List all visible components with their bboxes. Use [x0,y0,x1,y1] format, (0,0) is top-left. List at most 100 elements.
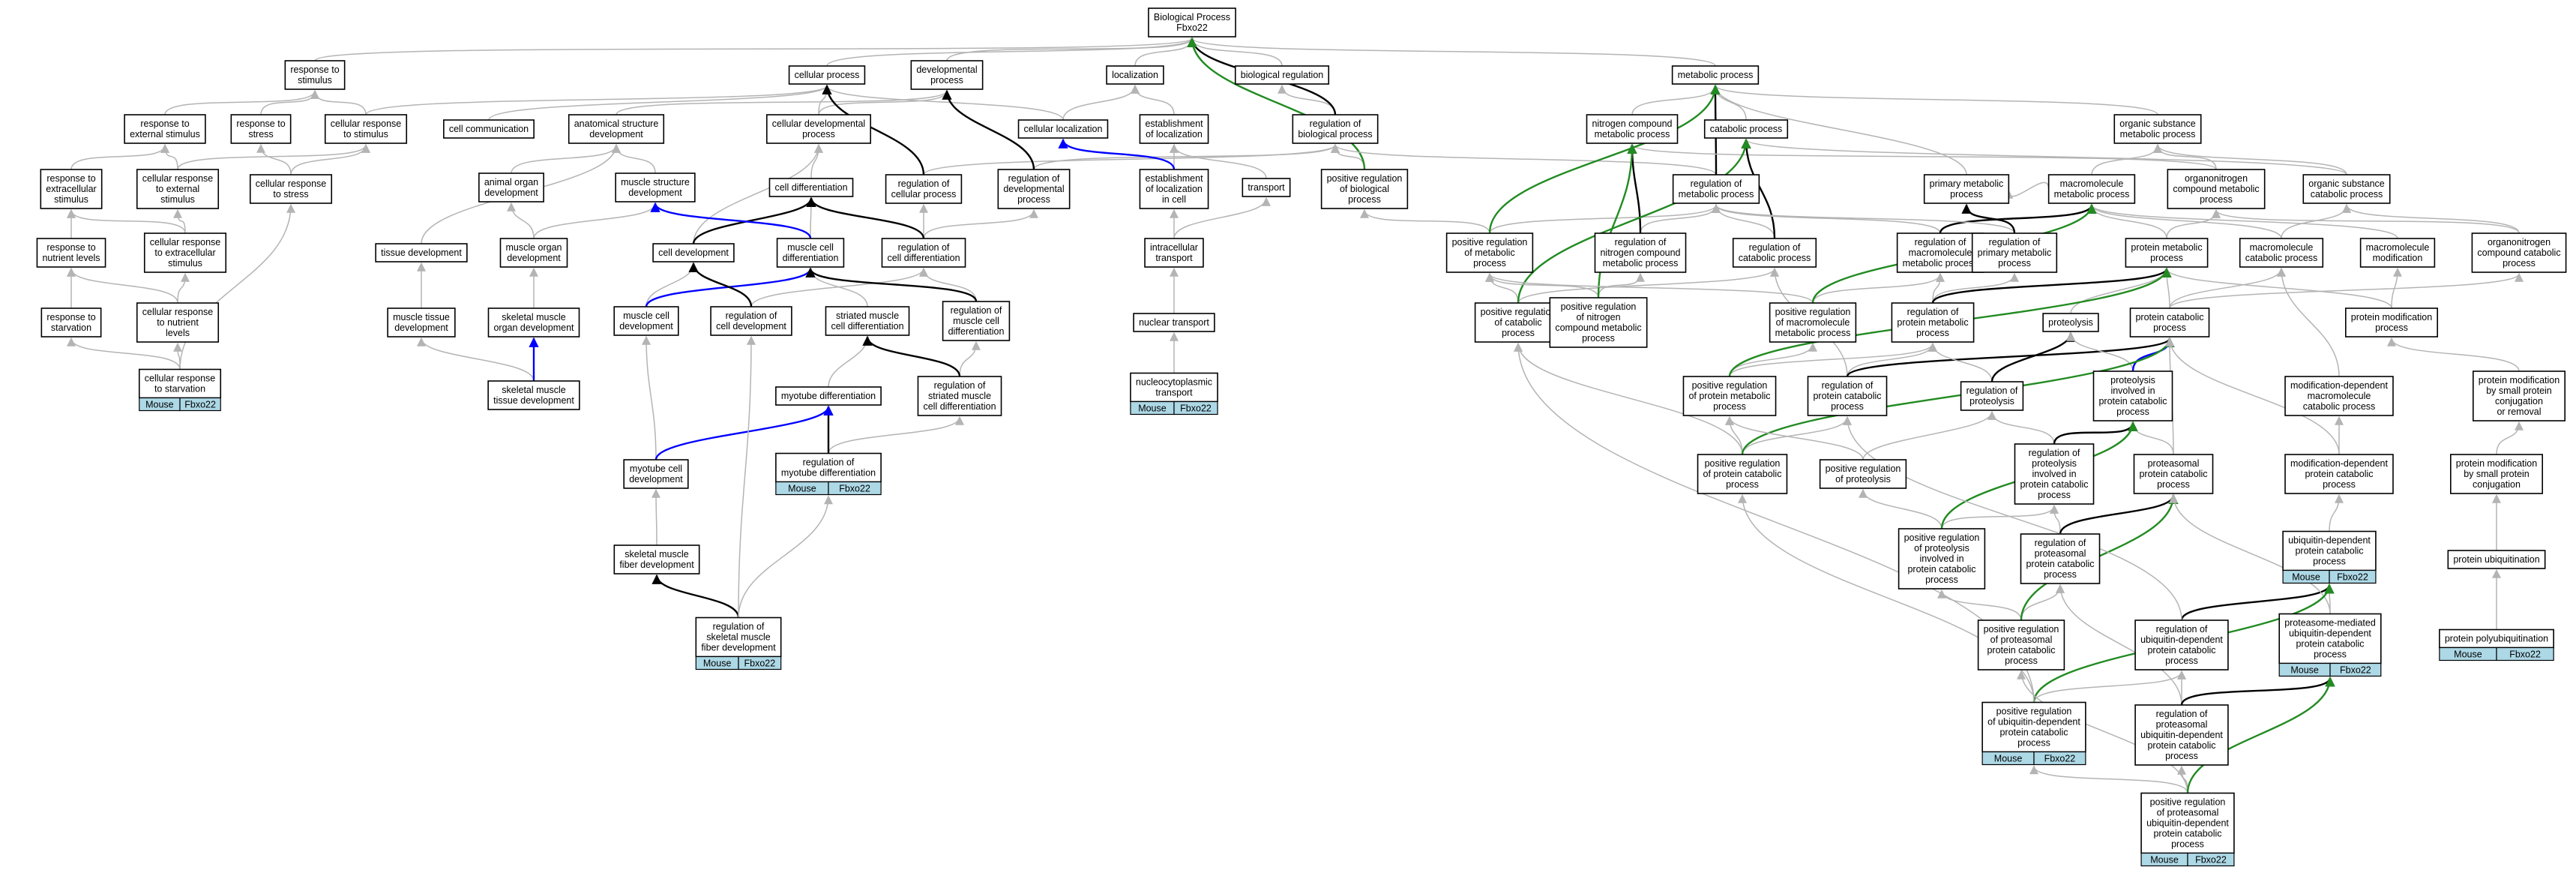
go-term-cell-diff[interactable]: cell differentiation [768,178,854,197]
go-term-cell-loc[interactable]: cellular localization [1017,119,1109,139]
go-term-tissue-dev[interactable]: tissue development [375,243,468,262]
go-term-bio-reg[interactable]: biological regulation [1234,65,1330,85]
go-term-metab[interactable]: metabolic process [1671,65,1760,85]
go-term-reg-ubiq[interactable]: regulation ofubiquitin-dependentprotein … [2134,620,2229,670]
go-term-cell-comm[interactable]: cell communication [443,119,535,139]
go-term-myotube-diff[interactable]: myotube differentiation [775,386,882,406]
go-term-reg-prot-ubiq[interactable]: regulation ofproteasomalubiquitin-depend… [2134,704,2229,766]
go-term-catab[interactable]: catabolic process [1703,119,1789,139]
go-term-prot-ubiq[interactable]: protein ubiquitination [2447,550,2546,569]
go-term-cell-proc[interactable]: cellular process [788,65,866,85]
go-term-mod-dep-macro[interactable]: modification-dependentmacromoleculecatab… [2284,376,2394,416]
go-term-localization[interactable]: localization [1106,65,1164,85]
go-term-proteasome-med[interactable]: proteasome-mediatedubiquitin-dependentpr… [2278,613,2382,677]
go-term-nuclear-transport[interactable]: nuclear transport [1133,313,1215,332]
go-term-cell-development[interactable]: cell development [652,243,735,262]
go-term-proteolysis[interactable]: proteolysis [2042,313,2099,332]
go-term-transport[interactable]: transport [1242,178,1291,197]
